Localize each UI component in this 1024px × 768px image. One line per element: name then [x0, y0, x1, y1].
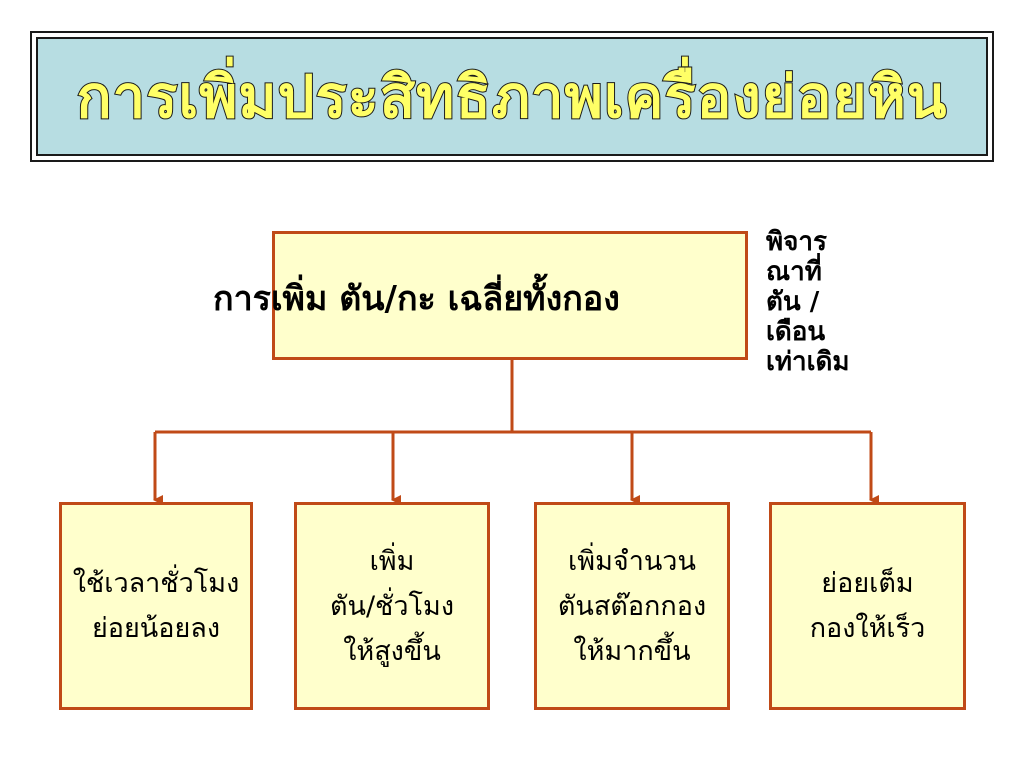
- child-box-increase-rate: เพิ่ม ตัน/ชั่วโมง ให้สูงขึ้น: [294, 502, 490, 710]
- side-note-line: พิจาร: [766, 227, 827, 257]
- child-box-line: ตัน/ชั่วโมง: [329, 590, 455, 622]
- child-box-line: ตันสต๊อกกอง: [557, 590, 707, 622]
- child-box-line: ย่อยน้อยลง: [91, 613, 221, 644]
- side-note-line: ณาที่: [766, 257, 822, 287]
- side-note: พิจาร ณาที่ ตัน / เดือน เท่าเดิม: [766, 227, 896, 377]
- title-box: การเพิ่มประสิทธิภาพเครื่องย่อยหิน: [36, 37, 988, 156]
- main-box-label: การเพิ่ม ตัน/กะ เฉลี่ยทั้งกอง: [213, 279, 620, 319]
- side-note-line: เท่าเดิม: [766, 347, 850, 377]
- child-box-line: ให้มากขึ้น: [573, 635, 691, 667]
- child-box-line: เพิ่ม: [369, 545, 415, 577]
- child-box-reduce-hours: ใช้เวลาชั่วโมง ย่อยน้อยลง: [59, 502, 253, 710]
- child-box-increase-stock: เพิ่มจำนวน ตันสต๊อกกอง ให้มากขึ้น: [534, 502, 730, 710]
- main-box: [272, 231, 748, 360]
- child-box-line: เพิ่มจำนวน: [568, 545, 696, 577]
- slide-title: การเพิ่มประสิทธิภาพเครื่องย่อยหิน: [76, 62, 948, 132]
- side-note-line: เดือน: [766, 317, 826, 347]
- child-box-line: กองให้เร็ว: [809, 613, 926, 644]
- title-frame: การเพิ่มประสิทธิภาพเครื่องย่อยหิน: [30, 31, 994, 162]
- child-box-line: ให้สูงขึ้น: [343, 635, 441, 667]
- child-box-line: ใช้เวลาชั่วโมง: [72, 568, 240, 599]
- child-box-crush-faster: ย่อยเต็ม กองให้เร็ว: [769, 502, 966, 710]
- child-box-line: ย่อยเต็ม: [821, 568, 914, 599]
- side-note-line: ตัน /: [766, 287, 820, 317]
